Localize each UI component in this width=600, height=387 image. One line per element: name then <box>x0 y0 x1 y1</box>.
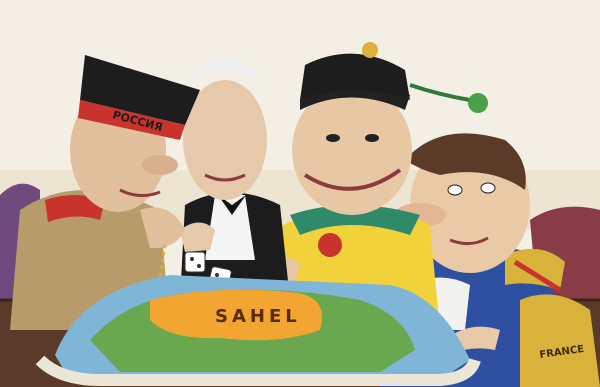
hand-with-beads <box>140 207 185 249</box>
mouth <box>303 168 402 191</box>
figure-tuxedo-man <box>180 57 290 300</box>
white-shirt <box>205 195 255 260</box>
left-eye <box>447 184 463 196</box>
right-eye <box>480 182 496 194</box>
white-hair <box>185 57 265 85</box>
mouth <box>449 236 489 245</box>
prayer-beads <box>156 244 167 306</box>
robe-emblem <box>318 233 342 257</box>
die-1 <box>184 251 206 273</box>
red-braid <box>513 259 562 293</box>
map-roll-edge <box>35 355 481 386</box>
nose <box>142 155 178 175</box>
uniform-collar <box>45 195 105 222</box>
cap <box>300 53 410 100</box>
gold-shoulder-armor <box>520 294 600 387</box>
gold-epaulette <box>505 248 565 290</box>
cap-button <box>362 42 378 58</box>
map-text: SAHEL <box>215 306 301 327</box>
face <box>183 80 267 200</box>
cap-band <box>78 100 185 140</box>
cap-top <box>80 55 200 125</box>
figure-chinese-emperor <box>240 42 488 330</box>
left-eye <box>326 134 340 142</box>
feather-tip <box>468 93 488 113</box>
right-eye <box>365 134 379 142</box>
sahel-region <box>150 289 322 341</box>
peacock-feather <box>409 83 471 102</box>
hair <box>405 133 526 190</box>
mouth <box>119 188 161 197</box>
map-scroll: SAHEL <box>35 275 481 386</box>
mouth <box>204 173 246 182</box>
raised-hand <box>180 222 215 252</box>
robe-collar <box>290 205 420 235</box>
